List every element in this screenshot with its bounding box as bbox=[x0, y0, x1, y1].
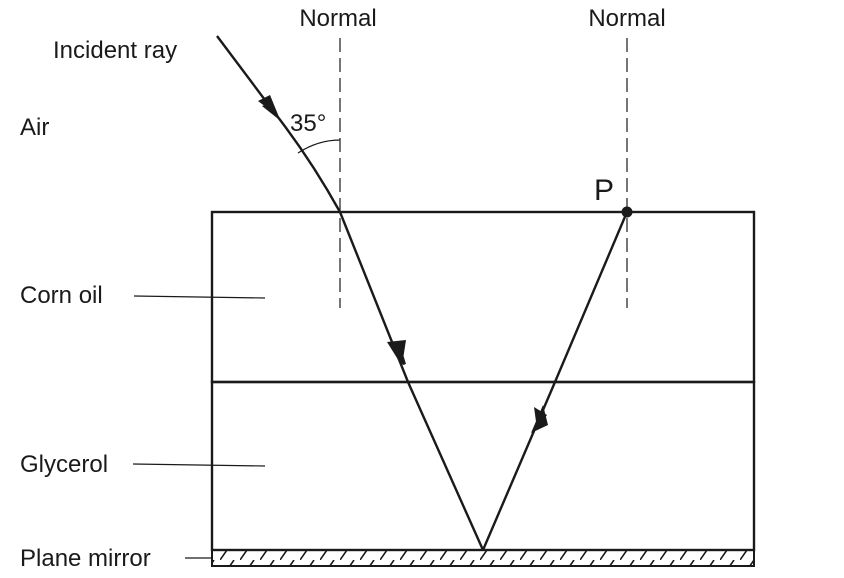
normal-label-right: Normal bbox=[588, 5, 665, 32]
corn-oil-pointer bbox=[133, 295, 266, 299]
normal-label-left: Normal bbox=[299, 5, 376, 32]
glycerol-pointer bbox=[132, 463, 266, 467]
incident-ray-label: Incident ray bbox=[53, 37, 177, 64]
refracted-ray-arrowhead bbox=[387, 340, 406, 366]
angle-label: 35° bbox=[290, 110, 326, 137]
air-label: Air bbox=[20, 114, 49, 141]
angle-arc bbox=[297, 139, 341, 154]
reflected-ray-glycerol bbox=[481, 381, 557, 551]
reflected-ray-arrow bbox=[531, 405, 548, 433]
incident-ray-arrowhead bbox=[258, 95, 279, 117]
refracted-ray-glycerol bbox=[406, 381, 485, 551]
glycerol-layer bbox=[210, 380, 756, 552]
plane-mirror bbox=[211, 549, 755, 567]
glycerol-label: Glycerol bbox=[20, 451, 108, 478]
corn-oil-layer bbox=[210, 210, 756, 384]
point-p-label: P bbox=[594, 174, 614, 207]
corn-oil-label: Corn oil bbox=[20, 282, 103, 309]
point-p-dot bbox=[621, 206, 633, 218]
reflected-ray-corn-oil bbox=[553, 211, 629, 383]
plane-mirror-label: Plane mirror bbox=[20, 545, 151, 572]
